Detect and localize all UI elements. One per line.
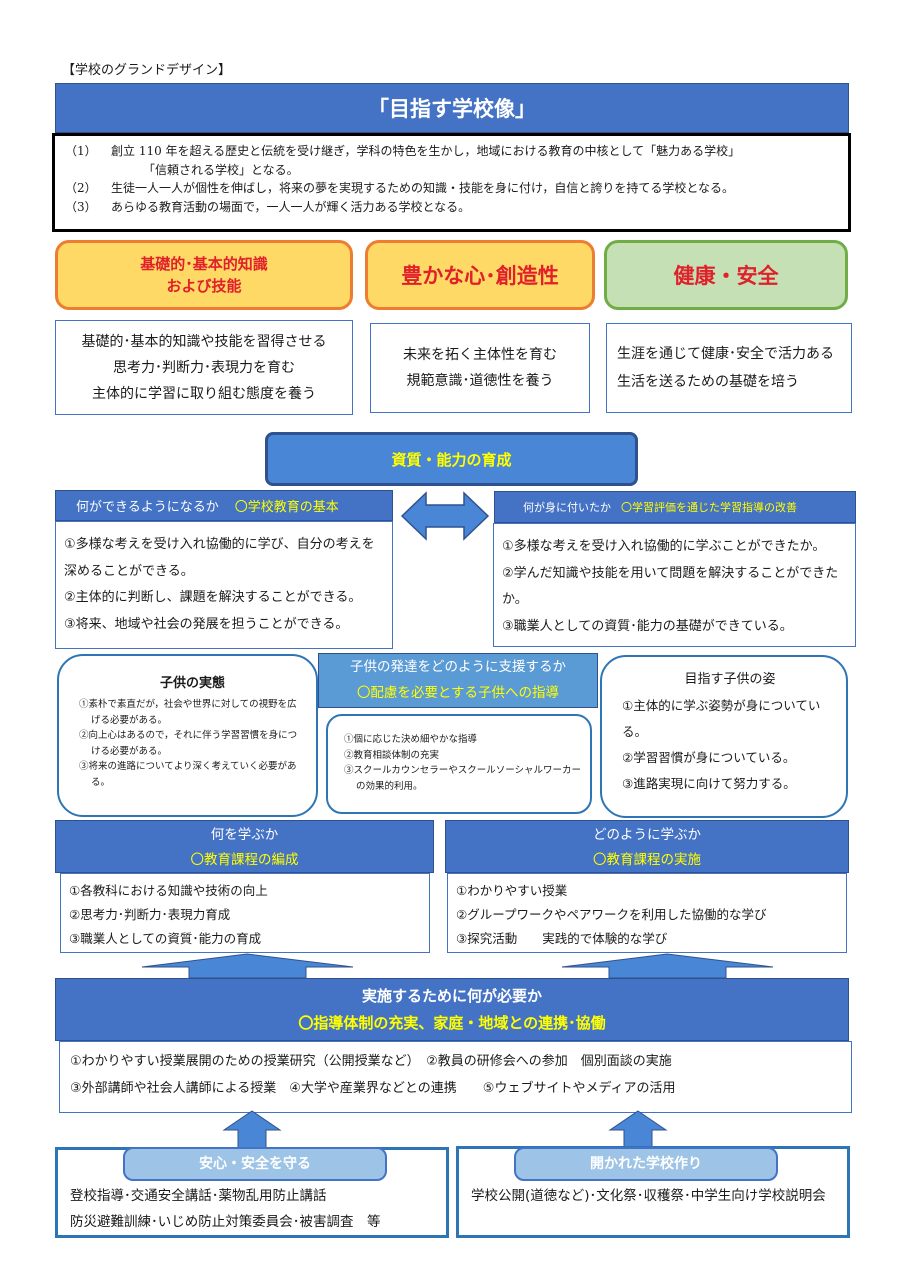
list-item: ③将来の進路についてより深く考えていく必要がある。 [79,761,297,788]
pillar-health: 健康・安全 [604,240,848,310]
list-item: ①主体的に学ぶ姿勢が身についている。 [622,698,821,739]
safety-title: 安心・安全を守る [123,1147,387,1181]
list-item: ③将来、地域や社会の発展を担うことができる。 [64,616,349,632]
vision-item-1-cont: 「信頼される学校」となる。 [143,162,299,177]
open-school-title: 開かれた学校作り [514,1147,778,1181]
core-goal: 資質・能力の育成 [265,432,638,486]
list-item: ①素朴で素直だが，社会や世界に対しての視野を広げる必要がある。 [79,699,297,726]
child-state-box: 子供の実態 ①素朴で素直だが，社会や世界に対しての視野を広げる必要がある。 ②向… [57,654,318,817]
list-item: ③外部講師や社会人講師による授業 ④大学や産業界などとの連携 ⑤ウェブサイトやメ… [70,1081,676,1096]
list-item: ②主体的に判断し、課題を解決することができる。 [64,590,362,605]
list-item: ①多様な考えを受け入れ協働的に学び、自分の考えを深めることができる。 [64,537,375,579]
left-section-list: ①多様な考えを受け入れ協働的に学び、自分の考えを深めることができる。 ②主体的に… [55,521,393,649]
vision-item-3: （3） あらゆる教育活動の場面で，一人一人が輝く活力ある学校となる。 [65,199,471,214]
list-item: ③職業人としての資質･能力の育成 [69,931,262,946]
need-list: ①わかりやすい授業展開のための授業研究（公開授業など） ②教員の研修会への参加 … [59,1041,852,1113]
vision-item-1: （1） 創立 110 年を超える歴史と伝統を受け継ぎ，学科の特色を生かし，地域に… [65,144,741,158]
double-arrow-icon [400,491,490,541]
list-item: ②思考力･判断力･表現力育成 [69,907,231,922]
pillar-box-health: 生涯を通じて健康･安全で活力ある生活を送るための基礎を培う [606,323,852,413]
need-head: 実施するために何が必要か 〇指導体制の充実、家庭・地域との連携･協働 [55,978,849,1041]
up-arrow-icon [608,1110,668,1150]
left-section-head: 何ができるようになるか 〇学校教育の基本 [55,490,393,521]
support-box: ①個に応じた決め細やかな指導 ②教育相談体制の充実 ③スクールカウンセラーやスク… [326,714,592,814]
list-item: ②教育相談体制の充実 [344,749,440,761]
how-learn-head: どのように学ぶか 〇教育課程の実施 [445,820,849,873]
right-section-head: 何が身に付いたか 〇学習評価を通じた学習指導の改善 [494,491,856,523]
what-learn-list: ①各教科における知識や技術の向上 ②思考力･判断力･表現力育成 ③職業人としての… [60,873,430,953]
pillar-box-heart: 未来を拓く主体性を育む 規範意識･道徳性を養う [370,323,590,413]
list-item: ①多様な考えを受け入れ協働的に学ぶことができたか。 [502,539,826,554]
list-item: ③スクールカウンセラーやスクールソーシャルワーカーの効果的利用。 [344,765,582,792]
list-item: ①わかりやすい授業展開のための授業研究（公開授業など） ②教員の研修会への参加 … [70,1054,672,1069]
pillar-box-knowledge: 基礎的･基本的知識や技能を習得させる 思考力･判断力･表現力を育む 主体的に学習… [55,320,353,415]
list-item: ③進路実現に向けて努力する。 [622,776,796,791]
what-learn-head: 何を学ぶか 〇教育課程の編成 [55,820,434,873]
goal-box: 目指す子供の姿 ①主体的に学ぶ姿勢が身についている。 ②学習習慣が身についている… [600,655,848,818]
how-learn-list: ①わかりやすい授業 ②グループワークやペアワークを利用した協働的な学び ③探究活… [447,873,847,953]
child-state-title: 子供の実態 [159,676,225,691]
vision-item-2: （2） 生徒一人一人が個性を伸ばし，将来の夢を実現するための知識・技能を身に付け… [65,181,735,195]
list-item: ③職業人としての資質･能力の基礎ができている。 [502,618,793,634]
vision-box: （1） 創立 110 年を超える歴史と伝統を受け継ぎ，学科の特色を生かし，地域に… [52,133,851,232]
right-section-list: ①多様な考えを受け入れ協働的に学ぶことができたか。 ②学んだ知識や技能を用いて問… [493,523,856,647]
goal-title: 目指す子供の姿 [684,672,776,687]
list-item: ①わかりやすい授業 [456,883,568,898]
pillar-heart: 豊かな心･創造性 [365,240,595,310]
up-arrow-icon [561,953,774,979]
list-item: ②学んだ知識や技能を用いて問題を解決することができたか。 [502,565,839,608]
list-item: ①個に応じた決め細やかな指導 [344,734,478,745]
document-heading: 【学校のグランドデザイン】 [62,63,232,78]
vision-title: 「目指す学校像」 [55,83,849,133]
list-item: ②グループワークやペアワークを利用した協働的な学び [456,907,767,922]
up-arrow-icon [141,953,354,979]
list-item: ①各教科における知識や技術の向上 [69,883,268,898]
list-item: ②学習習慣が身についている。 [622,750,796,765]
support-head: 子供の発達をどのように支援するか 〇配慮を必要とする子供への指導 [318,653,598,708]
up-arrow-icon [222,1110,282,1150]
pillar-knowledge: 基礎的･基本的知識 および技能 [55,240,353,310]
list-item: ②向上心はあるので，それに伴う学習習慣を身につける必要がある。 [79,730,298,757]
list-item: ③探究活動 実践的で体験的な学び [456,931,668,946]
